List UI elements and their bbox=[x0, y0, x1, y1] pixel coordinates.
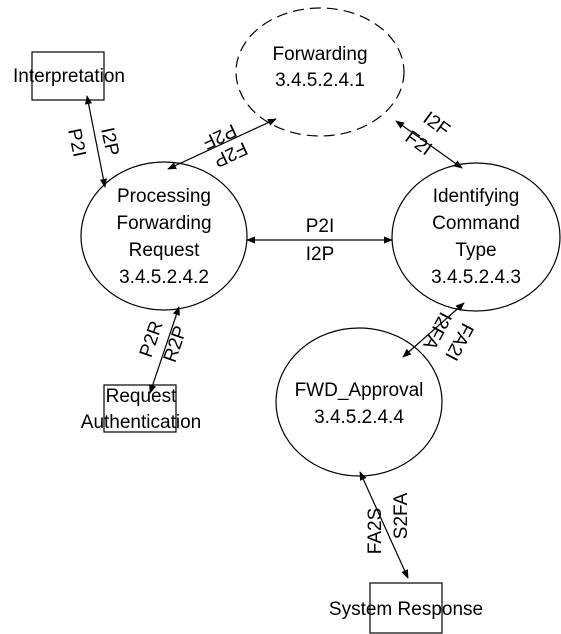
process-processing-line1: Processing bbox=[117, 186, 211, 207]
flow-label-p2i-interp: P2I bbox=[63, 127, 89, 159]
external-interpretation: Interpretation bbox=[13, 51, 125, 101]
process-fwd-approval-id: 3.4.5.2.4.4 bbox=[314, 407, 404, 428]
edge-processing-forwarding bbox=[167, 118, 277, 170]
flow-label-p2i-horizontal: P2I bbox=[306, 216, 335, 237]
process-identifying-line3: Type bbox=[455, 240, 496, 261]
process-processing-ellipse bbox=[80, 161, 248, 311]
edge-interpretation-processing bbox=[85, 95, 107, 188]
process-processing-forwarding-request: Processing Forwarding Request 3.4.5.2.4.… bbox=[80, 161, 248, 311]
process-processing-line3: Request bbox=[129, 240, 200, 261]
process-fwd-approval: FWD_Approval 3.4.5.2.4.4 bbox=[275, 327, 443, 477]
process-fwd-approval-ellipse bbox=[275, 327, 443, 477]
process-forwarding-title: Forwarding bbox=[272, 44, 367, 65]
flow-label-s2fa: S2FA bbox=[391, 492, 412, 539]
external-interpretation-label: Interpretation bbox=[13, 66, 125, 87]
external-request-authentication: Request Authentication bbox=[81, 384, 201, 433]
flow-label-i2p-interp: I2P bbox=[96, 126, 122, 158]
external-system-response-label: System Response bbox=[329, 599, 483, 620]
process-identifying-line2: Command bbox=[432, 213, 520, 234]
external-request-authentication-line2: Authentication bbox=[81, 412, 201, 433]
edge-approval-system-response bbox=[359, 471, 409, 579]
edge-forwarding-identifying bbox=[395, 120, 463, 169]
process-identifying-command-type: Identifying Command Type 3.4.5.2.4.3 bbox=[391, 162, 561, 312]
process-forwarding-id: 3.4.5.2.4.1 bbox=[275, 70, 365, 91]
external-request-authentication-box bbox=[103, 384, 177, 433]
process-processing-id: 3.4.5.2.4.2 bbox=[119, 267, 209, 288]
flow-label-i2p-horizontal: I2P bbox=[306, 244, 335, 265]
external-request-authentication-line1: Request bbox=[106, 386, 177, 407]
process-processing-line2: Forwarding bbox=[116, 213, 211, 234]
process-identifying-ellipse bbox=[391, 162, 561, 312]
process-identifying-line1: Identifying bbox=[433, 186, 520, 207]
flow-label-fa2s: FA2S bbox=[365, 508, 386, 554]
external-system-response: System Response bbox=[329, 582, 483, 634]
external-system-response-box bbox=[369, 582, 443, 634]
process-forwarding-ellipse bbox=[235, 7, 405, 137]
process-forwarding: Forwarding 3.4.5.2.4.1 bbox=[235, 7, 405, 137]
process-identifying-id: 3.4.5.2.4.3 bbox=[431, 267, 521, 288]
process-fwd-approval-title: FWD_Approval bbox=[295, 380, 424, 401]
edge-identifying-approval bbox=[402, 302, 465, 358]
external-interpretation-box bbox=[31, 51, 105, 101]
edge-processing-authentication bbox=[149, 306, 180, 394]
